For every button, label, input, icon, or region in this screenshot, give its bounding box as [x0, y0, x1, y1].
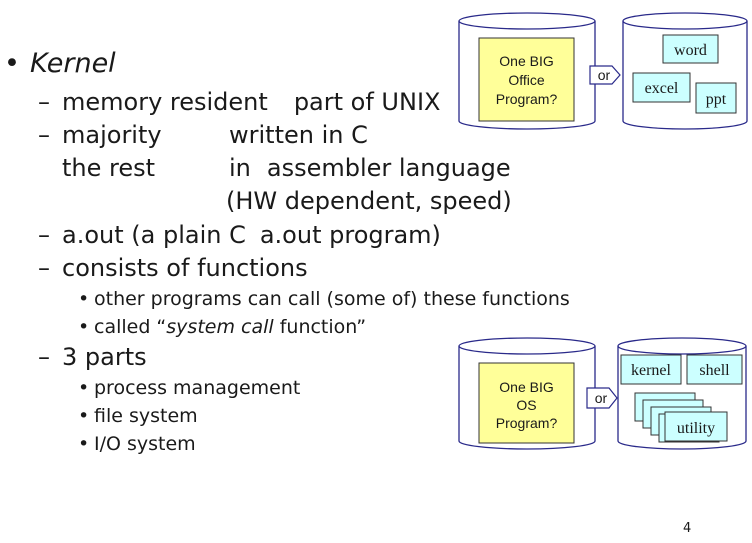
excel-label: excel — [645, 80, 679, 97]
ppt-label: ppt — [706, 91, 727, 108]
item-3-parts: –3 parts — [38, 343, 147, 371]
big-office-label-3: Program? — [496, 91, 558, 107]
item-majority-c: written in C — [229, 121, 368, 149]
shell-label: shell — [699, 362, 730, 379]
item-the-rest: the rest — [62, 154, 156, 182]
kernel-box — [620, 354, 682, 385]
or-arrow-bottom — [586, 387, 618, 409]
item-process-management: •process management — [78, 377, 301, 399]
or-label-bottom: or — [595, 390, 608, 406]
item-consists-of-functions: –consists of functions — [38, 254, 308, 282]
heading-kernel: Kernel — [30, 48, 116, 79]
utility-stack — [634, 392, 728, 443]
big-os-label-2: OS — [516, 397, 536, 413]
office-program-diagram: One BIG Office Program? or word excel pp… — [458, 12, 748, 130]
item-io-system: •I/O system — [78, 433, 196, 455]
or-label-top: or — [598, 67, 611, 83]
word-box — [662, 34, 719, 64]
item-hw-dependent: (HW dependent, speed) — [226, 187, 512, 215]
big-office-box — [478, 37, 575, 122]
utility-label: utility — [677, 420, 715, 437]
or-arrow-top — [589, 65, 621, 85]
big-os-label-3: Program? — [496, 415, 558, 431]
excel-box — [632, 72, 691, 103]
item-file-system: •file system — [78, 405, 198, 427]
kernel-label: kernel — [631, 362, 672, 379]
page-number: 4 — [683, 521, 692, 536]
item-system-call: •called “system call function” — [78, 316, 367, 338]
item-majority: –majority — [38, 121, 162, 149]
big-os-box — [478, 362, 575, 444]
big-os-label-1: One BIG — [499, 379, 553, 395]
os-program-diagram: One BIG OS Program? or kernel shell util… — [458, 337, 747, 450]
word-label: word — [674, 42, 707, 59]
ppt-box — [695, 82, 737, 114]
shell-box — [686, 354, 743, 385]
big-office-label-2: Office — [508, 72, 545, 88]
big-office-label-1: One BIG — [499, 53, 553, 69]
heading-bullet: •Kernel — [4, 48, 116, 79]
item-other-programs: •other programs can call (some of) these… — [78, 288, 570, 310]
system-call-emphasis: system call — [166, 316, 274, 338]
